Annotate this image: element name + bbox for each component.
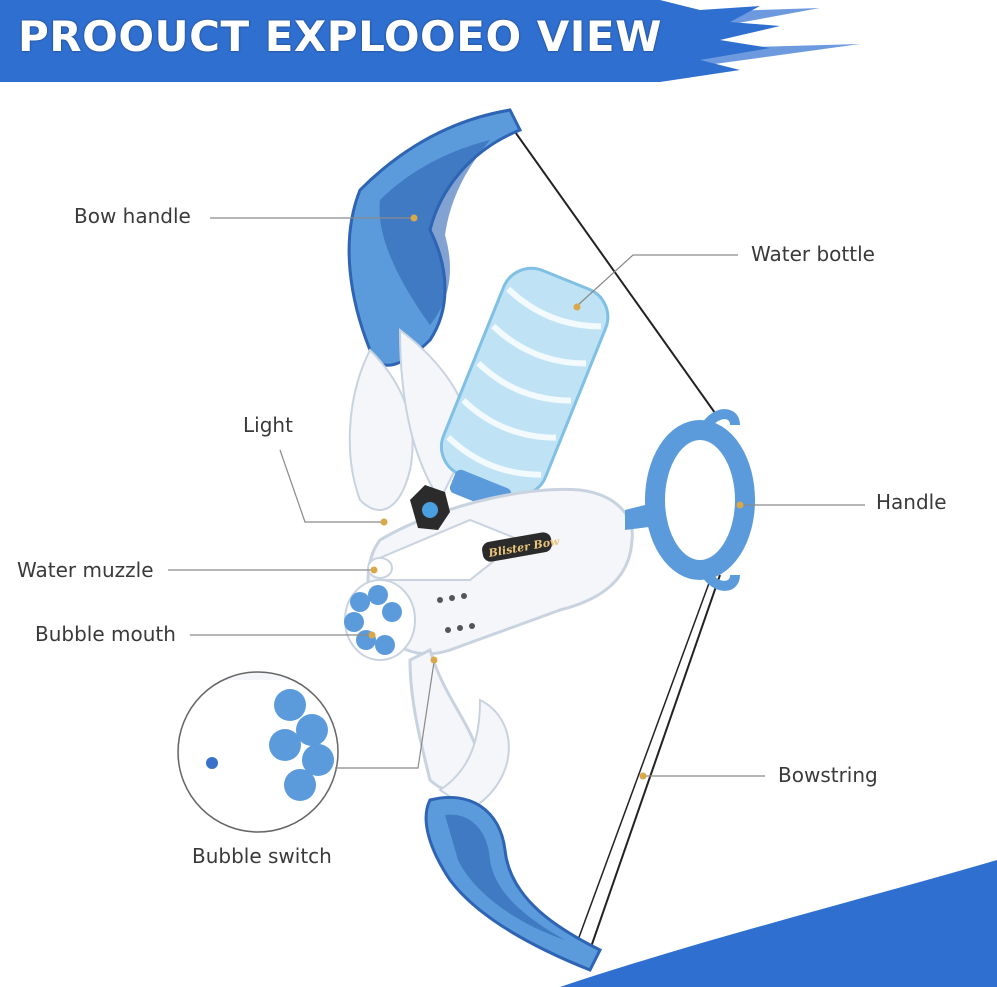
bowstring-lower bbox=[589, 574, 721, 951]
label-bubble-switch: Bubble switch bbox=[192, 844, 332, 868]
upper-limb-inner bbox=[379, 140, 490, 325]
dot-water-bottle bbox=[573, 303, 581, 311]
bubble-mouth-cluster bbox=[344, 579, 416, 661]
leader-light bbox=[279, 449, 382, 523]
label-handle: Handle bbox=[876, 490, 947, 514]
dot-handle bbox=[736, 501, 744, 509]
leader-bubble-switch bbox=[335, 661, 435, 769]
label-water-muzzle: Water muzzle bbox=[17, 558, 154, 582]
badge-box bbox=[482, 532, 552, 562]
corner-wave bbox=[560, 860, 997, 987]
bowstring-lower-2 bbox=[577, 574, 713, 941]
dot-water-muzzle bbox=[370, 566, 378, 574]
leader-water-bottle bbox=[577, 254, 738, 306]
label-water-bottle: Water bottle bbox=[751, 242, 875, 266]
light-gem bbox=[422, 502, 438, 518]
dot-bow-handle bbox=[410, 214, 418, 222]
dot-bowstring bbox=[639, 772, 647, 780]
banner-brush-shape bbox=[0, 0, 780, 82]
label-light: Light bbox=[243, 413, 293, 437]
dot-bubble-mouth bbox=[368, 631, 376, 639]
label-bow-handle: Bow handle bbox=[74, 204, 191, 228]
label-bubble-mouth: Bubble mouth bbox=[35, 622, 176, 646]
bowstring-upper bbox=[507, 121, 721, 421]
lower-limb-inner bbox=[445, 814, 565, 940]
handle-ring bbox=[645, 420, 755, 580]
water-bottle-shape bbox=[439, 266, 610, 512]
bubble-switch-inset bbox=[177, 671, 339, 833]
title-banner bbox=[0, 0, 860, 82]
page-title: PROOUCT EXPLOOEO VIEW bbox=[18, 12, 662, 61]
handle-hook-top bbox=[700, 409, 740, 431]
dot-light bbox=[380, 518, 388, 526]
label-bowstring: Bowstring bbox=[778, 763, 878, 787]
banner-brush-streak bbox=[640, 8, 860, 66]
handle-hook-bottom bbox=[700, 569, 740, 591]
dot-bubble-switch bbox=[430, 656, 438, 664]
